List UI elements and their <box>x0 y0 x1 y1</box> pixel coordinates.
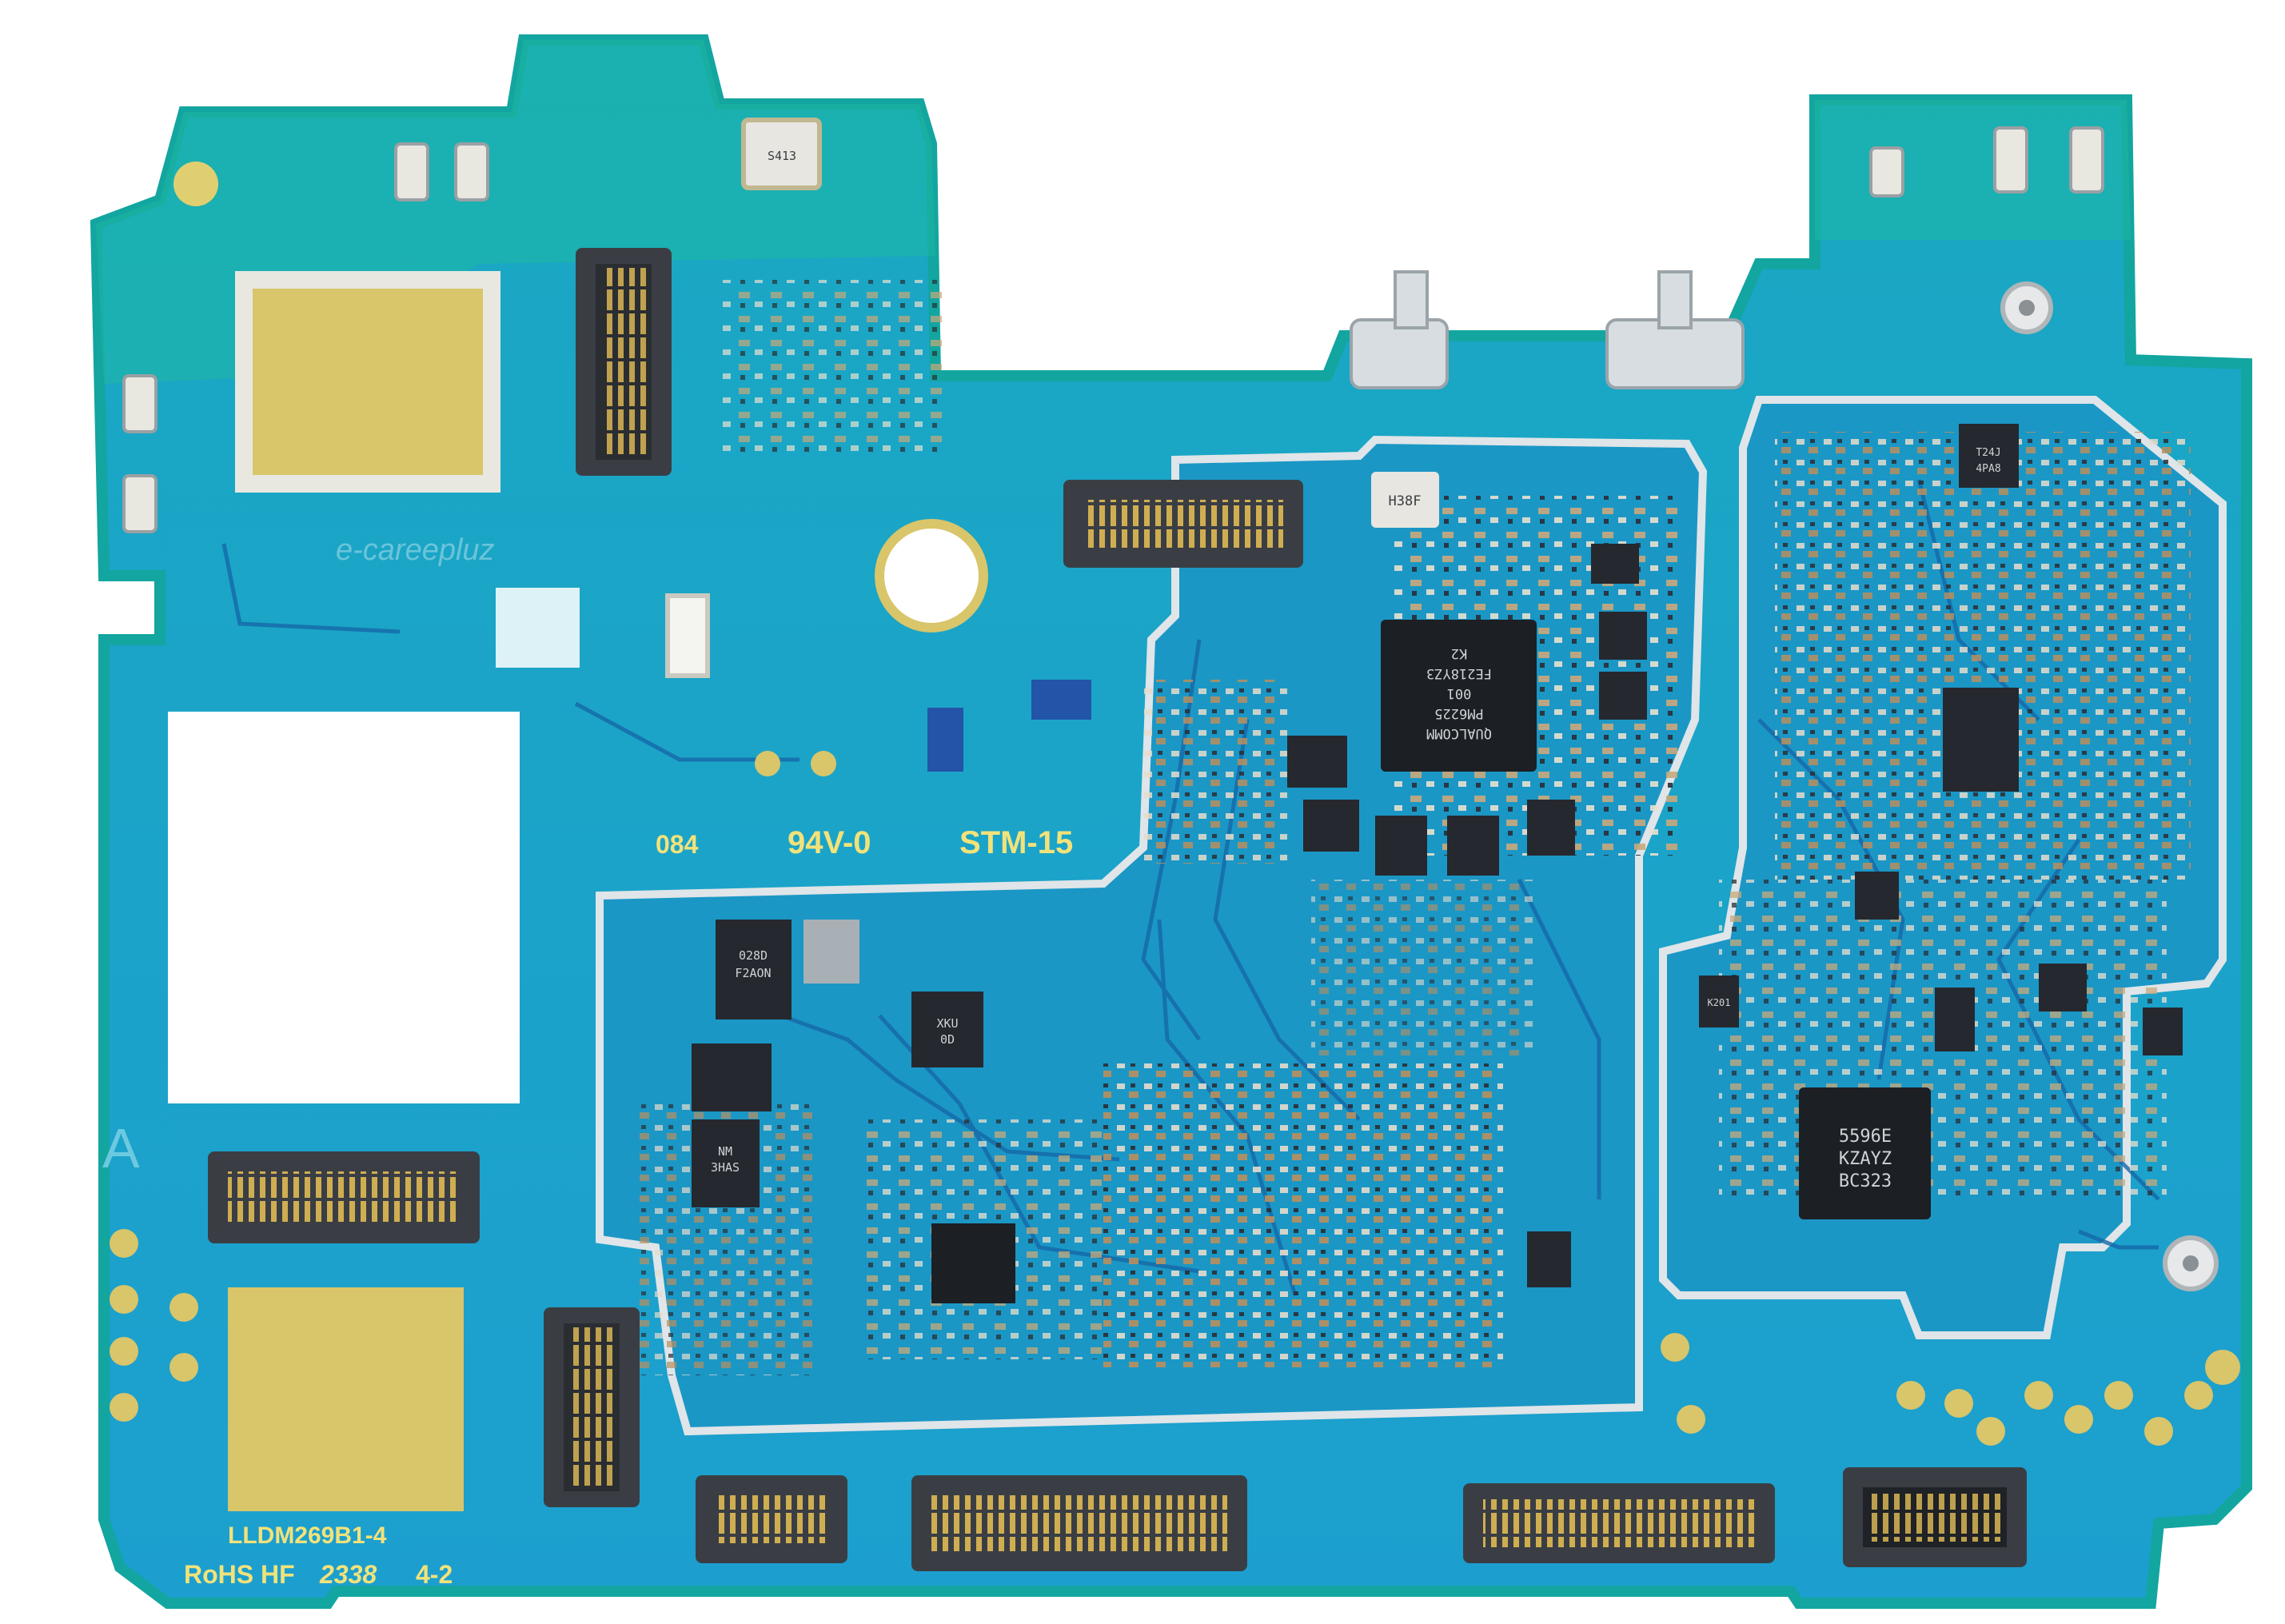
small4-line1: T24J <box>1976 447 2000 459</box>
blue-chip-small-2 <box>927 708 963 772</box>
mounting-hole <box>875 519 988 632</box>
rf-line3: BC323 <box>1839 1171 1892 1191</box>
sensor-component: H38F <box>1371 472 1439 528</box>
ic-028d: 028D F2AON <box>716 920 792 1019</box>
connector-top-middle <box>1063 480 1303 568</box>
gold-pad-top <box>235 271 500 493</box>
ic-right-small4 <box>2143 1008 2183 1055</box>
ic-xku: XKU 0D <box>911 992 983 1067</box>
small3-line2: 3HAS <box>711 1160 740 1175</box>
ic-right-small2 <box>2039 964 2087 1012</box>
microphone-component: S413 <box>741 118 822 190</box>
top-pads <box>122 126 2104 533</box>
pmic-line5: K2 <box>1451 645 1467 661</box>
ic-black-small <box>1527 1231 1571 1287</box>
silk-maker: STM-15 <box>959 825 1073 860</box>
pmic-line3: 001 <box>1447 685 1472 701</box>
connector-bottom-4 <box>1843 1467 2027 1567</box>
silk-compliance: RoHS HF <box>184 1560 295 1589</box>
silk-date-code: 2338 <box>319 1560 377 1589</box>
rf-line1: 5596E <box>1839 1127 1892 1147</box>
ic-black-center <box>931 1223 1015 1303</box>
board-cutout <box>168 712 520 1103</box>
pmic-line1: QUALCOMM <box>1426 725 1492 741</box>
pmic-chip: QUALCOMM PM6225 001 FE218YZ3 K2 <box>1381 620 1537 772</box>
connector-top-left <box>576 248 672 476</box>
ic-right-small3 <box>1935 988 1975 1051</box>
small3-line1: NM <box>718 1144 732 1159</box>
test-points <box>110 162 2240 1446</box>
connector-bottom-1 <box>696 1475 847 1563</box>
ic-right-small1 <box>1855 872 1899 920</box>
contact-clips <box>1350 270 1745 389</box>
inductor-array <box>1287 544 1647 876</box>
connector-left-vertical <box>544 1307 640 1507</box>
rf-coax-connector-top <box>2000 281 2053 334</box>
ic-nm: NM 3HAS <box>692 1119 760 1207</box>
small2-line2: 0D <box>940 1032 955 1047</box>
ic-top-right: T24J 4PA8 <box>1959 424 2019 488</box>
rf-coax-connector-bottom <box>2163 1235 2219 1291</box>
mic-label: S413 <box>768 149 796 163</box>
silk-batch: 084 <box>656 830 699 859</box>
silk-side-letter: A <box>102 1117 140 1179</box>
led-component <box>665 593 710 678</box>
small4-line2: 4PA8 <box>1976 463 2000 475</box>
connector-bottom-2 <box>911 1475 1247 1571</box>
silk-ul-rating: 94V-0 <box>788 825 871 860</box>
rf-transceiver-chip: 5596E KZAYZ BC323 <box>1799 1087 1931 1219</box>
blue-chip-small <box>1031 680 1091 720</box>
ic-k201: K201 <box>1699 976 1739 1027</box>
connector-left <box>208 1151 480 1243</box>
silk-rev: 4-2 <box>416 1560 453 1589</box>
ic-grey-square <box>804 920 859 984</box>
small5-line1: K201 <box>1708 997 1731 1008</box>
qr-code <box>496 588 580 668</box>
small2-line1: XKU <box>936 1016 958 1031</box>
connector-bottom-3 <box>1463 1483 1775 1563</box>
rf-line2: KZAYZ <box>1839 1149 1892 1169</box>
pmic-line4: FE218YZ3 <box>1426 665 1492 681</box>
sensor-label: H38F <box>1389 493 1422 509</box>
ic-mid-right <box>1943 688 2019 792</box>
small1-line2: F2AON <box>735 966 771 980</box>
watermark-text: e-careepluz <box>336 533 495 567</box>
pmic-line2: PM6225 <box>1434 705 1483 721</box>
small1-line1: 028D <box>739 948 768 963</box>
ic-black-left <box>692 1043 772 1111</box>
silk-model: LLDM269B1-4 <box>228 1522 387 1549</box>
gold-pad-bottom <box>228 1287 464 1511</box>
